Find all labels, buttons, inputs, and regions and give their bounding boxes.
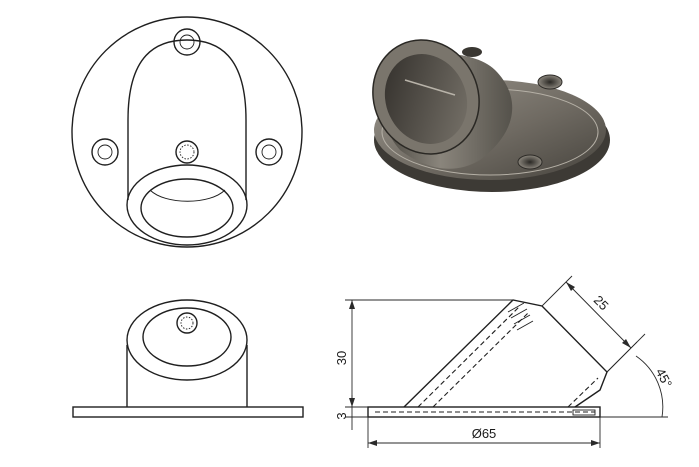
- dim-length-arrows: [566, 282, 631, 348]
- dim-thickness-label: 3: [334, 412, 349, 419]
- render-threaded-hole: [462, 47, 482, 57]
- side-view: 30 3 Ø65 25 45°: [334, 275, 675, 448]
- tube-opening-inner: [140, 178, 234, 238]
- front-tube-top-outer: [126, 299, 248, 381]
- front-threaded-hole: [176, 312, 198, 334]
- dim-height-extension: [345, 299, 513, 418]
- mounting-hole-top: [173, 28, 201, 56]
- mounting-hole-left-inner: [97, 144, 113, 160]
- side-tube-hidden-lines: [417, 306, 599, 408]
- mounting-hole-right: [255, 138, 283, 166]
- tube-opening-outer: [126, 164, 248, 246]
- mounting-hole-left: [91, 138, 119, 166]
- top-view: [71, 16, 303, 248]
- dim-height-label: 30: [334, 351, 349, 365]
- render-hole-bottom: [517, 154, 543, 170]
- tube-inner-edge: [149, 189, 226, 202]
- dim-diameter-label: Ø65: [472, 426, 497, 441]
- mounting-hole-top-inner: [179, 34, 195, 50]
- side-thread-marker: [572, 409, 596, 416]
- side-threaded-hole: [507, 302, 534, 331]
- front-tube-walls: [126, 345, 248, 407]
- side-tube-outline: [403, 299, 608, 408]
- front-view: [72, 299, 304, 418]
- dim-angle-label: 45°: [653, 366, 675, 390]
- mounting-hole-right-inner: [261, 144, 277, 160]
- dim-angle-arc: [635, 355, 664, 418]
- threaded-hole: [175, 140, 199, 164]
- front-flange-base: [72, 406, 304, 418]
- dim-length-extension: [541, 275, 638, 373]
- render-hole-top: [537, 74, 563, 90]
- dim-length-line: [565, 281, 632, 349]
- front-threaded-hole-inner: [180, 316, 194, 330]
- flange-outline: [71, 16, 303, 248]
- side-flange-base: [367, 406, 601, 418]
- threaded-hole-inner: [179, 144, 195, 160]
- render-tube-bore: [384, 54, 468, 144]
- front-tube-top-inner: [142, 307, 232, 367]
- dim-angle-line: [606, 333, 646, 373]
- tube-silhouette: [127, 39, 247, 200]
- render-bore-highlight: [404, 79, 456, 96]
- isometric-render: [372, 39, 610, 192]
